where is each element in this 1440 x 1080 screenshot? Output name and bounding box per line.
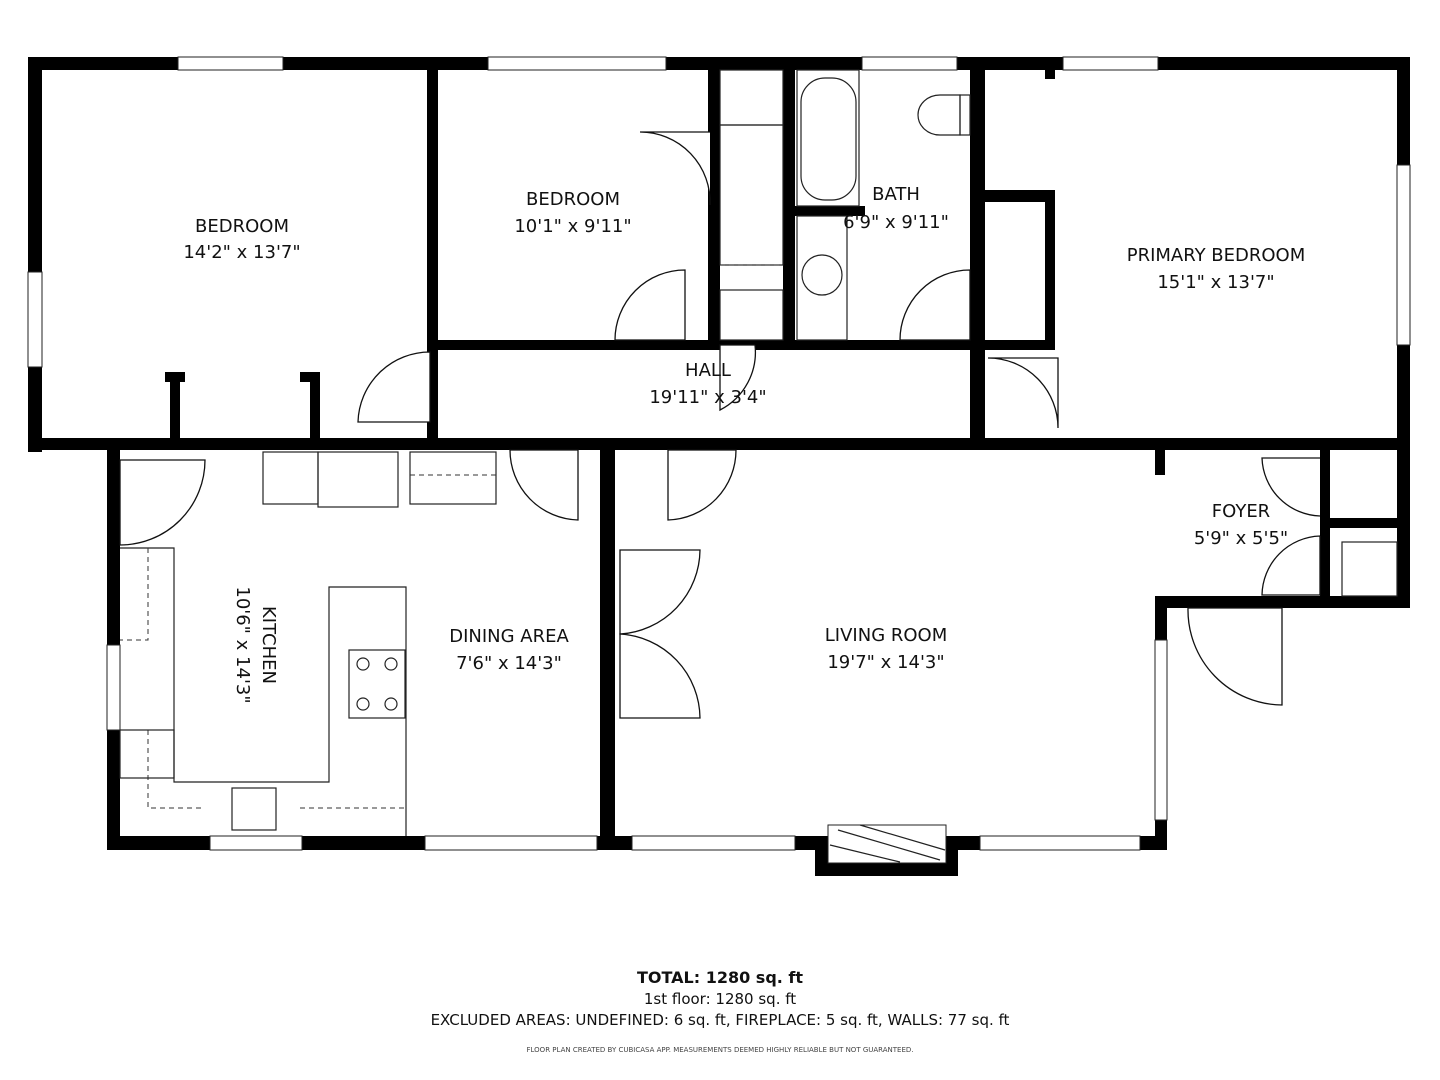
room-name: DINING AREA — [449, 626, 569, 647]
room-size: 6'9" x 9'11" — [843, 212, 949, 233]
room-name: BEDROOM — [526, 189, 620, 210]
doors — [119, 131, 1321, 719]
room-size: 10'1" x 9'11" — [514, 216, 631, 237]
room-size: 5'9" x 5'5" — [1194, 528, 1288, 549]
windows — [27, 56, 1411, 864]
disclaimer: FLOOR PLAN CREATED BY CUBICASA APP. MEAS… — [526, 1046, 914, 1054]
room-size: 10'6" x 14'3" — [232, 586, 253, 703]
room-size: 7'6" x 14'3" — [456, 653, 562, 674]
room-size: 15'1" x 13'7" — [1157, 272, 1274, 293]
room-name: FOYER — [1212, 501, 1270, 522]
fixtures — [119, 69, 1398, 863]
room-name: KITCHEN — [258, 606, 279, 684]
total-area: TOTAL: 1280 sq. ft — [636, 968, 804, 987]
room-size: 19'7" x 14'3" — [827, 652, 944, 673]
room-name: HALL — [685, 360, 731, 381]
room-name: BEDROOM — [195, 216, 289, 237]
room-size: 14'2" x 13'7" — [183, 242, 300, 263]
room-name: PRIMARY BEDROOM — [1127, 245, 1306, 266]
room-name: BATH — [872, 184, 920, 205]
excluded-areas: EXCLUDED AREAS: UNDEFINED: 6 sq. ft, FIR… — [430, 1011, 1010, 1029]
room-size: 19'11" x 3'4" — [649, 387, 766, 408]
floor-area: 1st floor: 1280 sq. ft — [643, 990, 797, 1008]
room-name: LIVING ROOM — [825, 625, 947, 646]
room-labels: BEDROOM 14'2" x 13'7" BEDROOM 10'1" x 9'… — [183, 184, 1305, 704]
